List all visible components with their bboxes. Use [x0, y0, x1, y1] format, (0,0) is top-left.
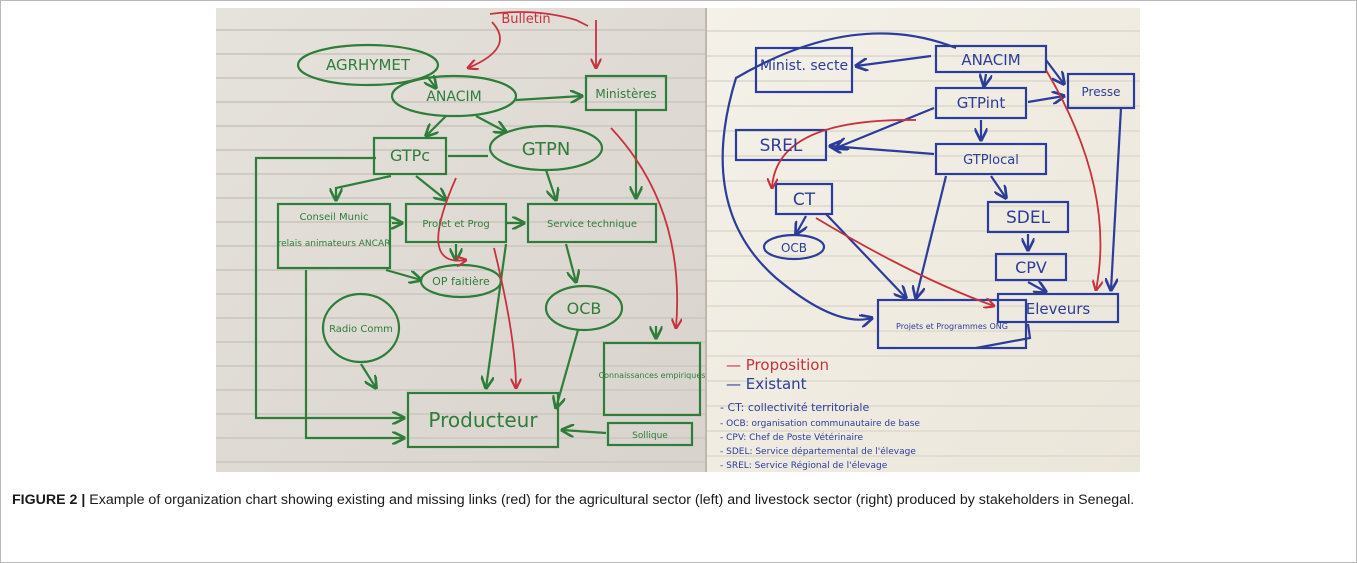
node-projets-ong [876, 298, 1028, 350]
label-projets-ong: Projets et Programmes ONG [896, 322, 1008, 331]
right-chart [721, 32, 1136, 350]
label-projet-prog: Projet et Prog [422, 219, 489, 230]
legend-proposition: — Proposition [726, 356, 829, 374]
label-gtpint: GTPint [957, 94, 1006, 112]
note-ocb: - OCB: organisation communautaire de bas… [720, 419, 920, 429]
node-conseil-munic [276, 202, 392, 270]
node-minist-secte [754, 46, 854, 94]
node-anacim-left [390, 74, 518, 118]
node-service-technique [526, 202, 658, 244]
figure-label: FIGURE 2 | [12, 492, 86, 508]
label-srel: SREL [760, 136, 803, 156]
note-sdel: - SDEL: Service départemental de l'éleva… [720, 446, 916, 457]
node-ministeres [584, 74, 668, 112]
label-minist-secte: Minist. secte [760, 58, 848, 74]
node-cpv [994, 252, 1068, 282]
label-agrhymet: AGRHYMET [326, 56, 411, 74]
node-sdel [986, 200, 1070, 234]
figure-caption: FIGURE 2 | Example of organization chart… [12, 489, 1342, 512]
node-sollique [606, 421, 694, 447]
note-srel: - SREL: Service Régional de l'élevage [720, 460, 888, 471]
figure-photo: AGRHYMET Bulletin ANACIM Ministères GTPc… [216, 8, 1140, 472]
label-gtplocal: GTPlocal [963, 153, 1019, 168]
label-anacim-right: ANACIM [961, 51, 1020, 69]
label-ocb-left: OCB [567, 299, 602, 318]
node-ocb-left [544, 284, 624, 332]
label-sollique: Sollique [632, 431, 668, 441]
label-producteur: Producteur [428, 408, 538, 432]
label-connaissances: Connaissances empiriques [599, 371, 706, 380]
node-radio-comm [321, 292, 401, 364]
left-red-links [437, 11, 677, 388]
label-ministeres: Ministères [595, 87, 656, 101]
right-labels: Minist. secte ANACIM Presse GTPint SREL … [720, 51, 1120, 471]
node-anacim-right [934, 44, 1048, 74]
label-eleveurs: Eleveurs [1026, 300, 1091, 318]
note-ct: - CT: collectivité territoriale [720, 401, 869, 414]
label-presse: Presse [1082, 85, 1121, 99]
node-connaissances [602, 341, 702, 417]
label-cpv: CPV [1015, 258, 1047, 277]
label-gtpn: GTPN [522, 139, 571, 160]
right-red-links [772, 69, 1100, 306]
label-ocb-right: OCB [781, 241, 807, 255]
legend-existant: — Existant [726, 375, 807, 393]
label-anacim-left: ANACIM [426, 89, 481, 105]
label-radio-comm: Radio Comm [329, 324, 393, 335]
node-presse [1066, 72, 1136, 110]
label-ct: CT [793, 190, 816, 210]
node-gtplocal [934, 142, 1048, 176]
node-producteur [406, 391, 560, 449]
figure-caption-text: Example of organization chart showing ex… [89, 492, 1135, 508]
label-conseil-munic: Conseil Munic [299, 212, 368, 223]
label-service-technique: Service technique [547, 219, 637, 230]
label-gtpc: GTPc [390, 146, 430, 165]
flipchart-image: AGRHYMET Bulletin ANACIM Ministères GTPc… [216, 8, 1140, 472]
label-sdel: SDEL [1006, 208, 1051, 228]
node-eleveurs [996, 292, 1120, 324]
node-ct [774, 182, 834, 216]
node-agrhymet [296, 43, 440, 87]
node-gtpc [372, 136, 448, 176]
label-relais: relais animateurs ANCAR [278, 239, 391, 249]
note-cpv: - CPV: Chef de Poste Vétérinaire [720, 432, 864, 443]
left-labels: AGRHYMET Bulletin ANACIM Ministères GTPc… [278, 12, 706, 441]
label-bulletin: Bulletin [501, 12, 550, 27]
label-op-faitiere: OP faitière [432, 275, 490, 288]
